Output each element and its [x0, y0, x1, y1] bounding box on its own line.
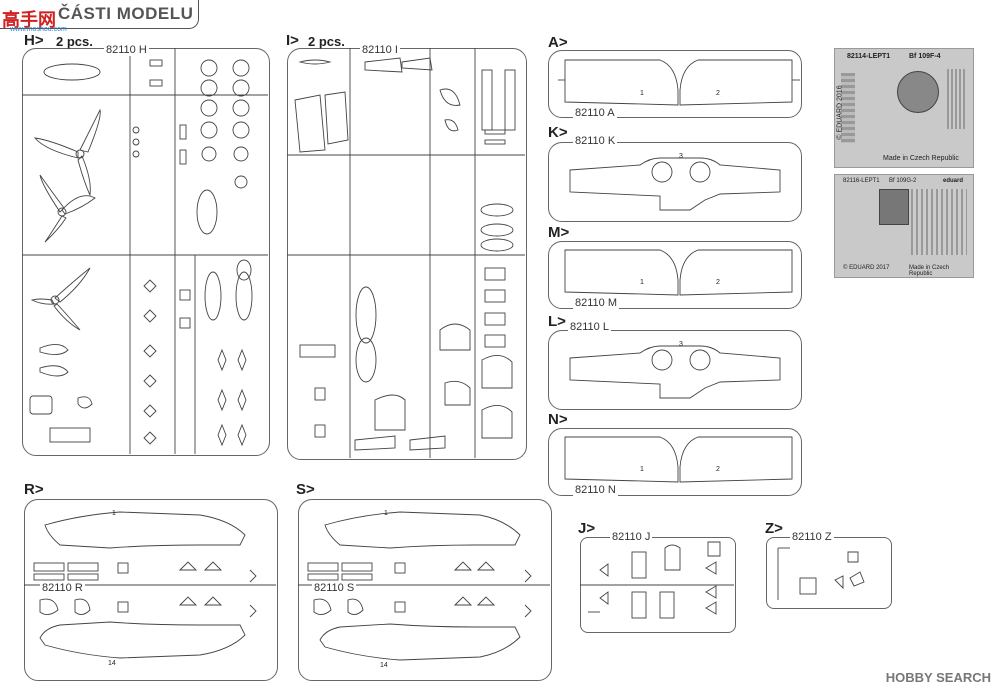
sprue-r-code: 82110 R: [40, 582, 85, 594]
sprue-m-label: M>: [548, 224, 570, 241]
sprue-z-parts: [777, 547, 865, 600]
sprue-a-code: 82110 A: [573, 107, 617, 119]
sprue-s-label: S>: [296, 481, 315, 498]
photoetch-sheet-bottom: 82116-LEPT1 Bf 109G-2 eduard © EDUARD 20…: [834, 174, 974, 278]
sprue-s-code: 82110 S: [312, 582, 357, 594]
sprue-i-frame: [287, 48, 527, 460]
sprue-a-frame: [548, 50, 802, 118]
wing-a-part-1: 1: [640, 90, 644, 97]
sprue-j-label: J>: [578, 520, 596, 537]
sprue-j-code: 82110 J: [610, 531, 653, 543]
wing-n-part-2: 2: [716, 466, 720, 473]
sprue-h-code: 82110 H: [104, 44, 149, 56]
header-bar: [0, 0, 199, 29]
fuselage-s-part-1: 1: [384, 510, 388, 517]
wing-n-drawing: [564, 436, 793, 483]
sprue-k-frame: [548, 142, 802, 222]
pe-belts: [841, 73, 855, 143]
wing-a-part-2: 2: [716, 90, 720, 97]
fuselage-r-part-14: 14: [108, 660, 116, 667]
sprue-i-label: I>: [286, 32, 299, 49]
sprue-h-pcs: 2 pcs.: [56, 34, 93, 49]
sprue-r-label: R>: [24, 481, 44, 498]
page-title: ČÁSTI MODELU: [58, 4, 194, 23]
sprue-m-code: 82110 M: [573, 297, 619, 309]
sprue-l-code: 82110 L: [568, 321, 611, 333]
sprue-k-label: K>: [548, 124, 568, 141]
sprue-l-label: L>: [548, 313, 566, 330]
sprue-j-parts: [580, 541, 734, 619]
pe-bottom-made-in: Made in Czech Republic: [909, 265, 950, 277]
fuselage-s-part-14: 14: [380, 662, 388, 669]
sprue-i-pcs: 2 pcs.: [308, 34, 345, 49]
sprue-n-label: N>: [548, 411, 568, 428]
fuselage-r-part-1: 1: [112, 510, 116, 517]
sprue-z-label: Z>: [765, 520, 783, 537]
sprue-l-frame: [548, 330, 802, 410]
pe-strips: [947, 69, 965, 129]
sprue-r-frame: [24, 499, 278, 681]
wing-l-part-3: 3: [679, 341, 683, 348]
sprue-i-code: 82110 I: [360, 44, 400, 56]
wing-a-drawing: [558, 59, 800, 106]
lower-wing-l-drawing: [569, 345, 781, 399]
site-url: www.moshou.com: [10, 26, 67, 33]
wing-k-part-3: 3: [679, 153, 683, 160]
sprue-s-frame: [298, 499, 552, 681]
wing-m-part-1: 1: [640, 279, 644, 286]
wing-m-part-2: 2: [716, 279, 720, 286]
pe-strips-2: [911, 189, 967, 255]
sprue-k-code: 82110 K: [573, 135, 618, 147]
pe-top-made-in: Made in Czech Republic: [883, 155, 959, 162]
sprue-m-frame: [548, 241, 802, 309]
propeller-blades-1: [33, 108, 101, 197]
sprue-n-frame: [548, 428, 802, 496]
wing-n-part-1: 1: [640, 466, 644, 473]
pe-bottom-model: Bf 109G-2: [889, 178, 917, 184]
pe-panel-2: [879, 189, 909, 225]
sprue-n-code: 82110 N: [573, 484, 618, 496]
pe-bottom-copyright: © EDUARD 2017: [843, 265, 890, 271]
sprue-a-label: A>: [548, 34, 568, 51]
sprue-z-code: 82110 Z: [790, 531, 834, 543]
site-logo: 高手网: [2, 10, 56, 30]
wing-m-drawing: [564, 249, 793, 296]
pe-bottom-brand: eduard: [943, 178, 964, 184]
lower-wing-k-drawing: [569, 157, 781, 211]
sprue-h-label: H>: [24, 32, 44, 49]
pe-top-code: 82114-LEPT1: [847, 53, 891, 60]
photoetch-sheet-top: 82114-LEPT1 Bf 109F-4 Made in Czech Repu…: [834, 48, 974, 168]
pe-bottom-code: 82116-LEPT1: [843, 178, 880, 184]
hobby-search-watermark: HOBBY SEARCH: [885, 670, 991, 685]
pe-top-model: Bf 109F-4: [909, 53, 941, 60]
pe-top-copyright: © EDUARD 2016: [836, 85, 844, 140]
pe-instrument-panel: [897, 71, 939, 113]
